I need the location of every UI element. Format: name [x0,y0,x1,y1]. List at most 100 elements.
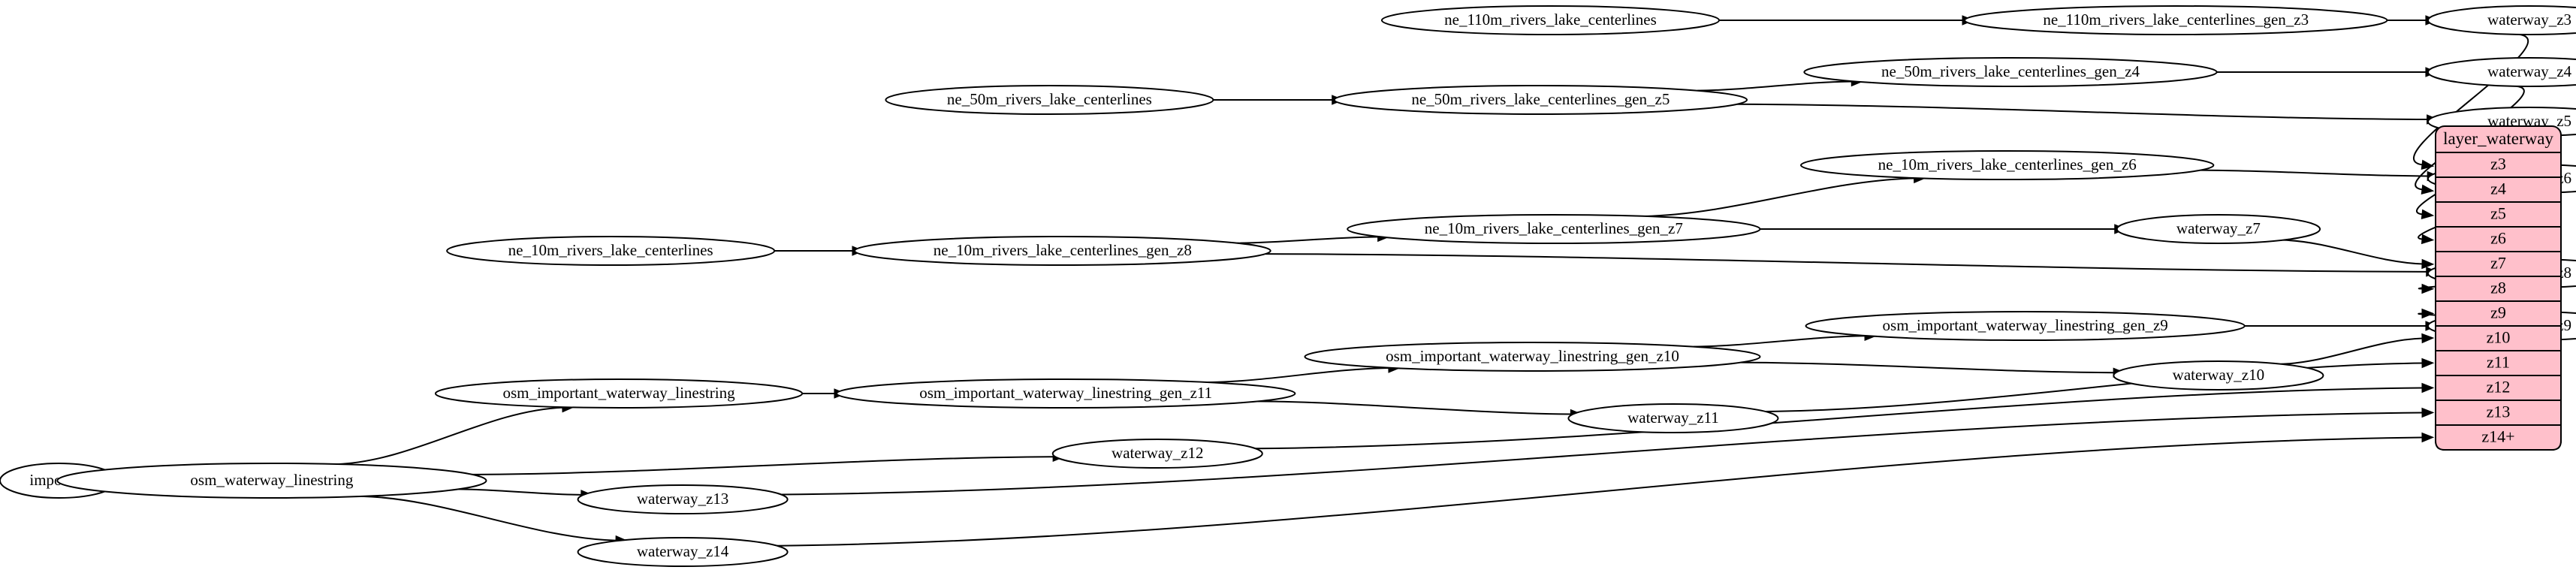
node-shape[interactable] [1964,5,2388,35]
node-waterway_z11[interactable]: waterway_z11 [1567,403,1779,433]
edge-osm_waterway_linestring-to-osm_important_waterway_linestring [337,406,563,466]
edge-arrowhead [2421,407,2435,418]
layer-table-row-label: z6 [2490,229,2506,248]
layer-table-row-label: z14+ [2481,427,2514,446]
layer-table-row-label: z8 [2490,279,2506,297]
node-shape[interactable] [885,85,1214,115]
edge-arrowhead [2421,258,2435,270]
layer-table-row-z14+[interactable] [2435,424,2562,451]
edge-arrowhead [2421,308,2435,319]
edge-osm_waterway_linestring-to-waterway_z12 [472,456,1054,475]
node-shape[interactable] [56,463,487,499]
node-osm_important_waterway_linestring[interactable]: osm_important_waterway_linestring [434,378,804,409]
node-shape[interactable] [1347,214,1761,244]
edge-arrowhead [2421,333,2435,344]
edge-waterway_z14-to-layer_waterway-z14+ [777,436,2424,547]
node-waterway_z3[interactable]: waterway_z3 [2427,5,2576,35]
node-shape[interactable] [1380,5,1720,35]
node-ne_10m_rivers_lake_centerlines_gen_z8[interactable]: ne_10m_rivers_lake_centerlines_gen_z8 [853,236,1271,266]
node-shape[interactable] [1051,439,1263,469]
layer-waterway-table: layer_waterway z3 z4 z5 z6 z7 z8 z9 z10 z11 z12 z13… [2435,125,2562,451]
node-ne_110m_rivers_lake_centerlines_gen_z3[interactable]: ne_110m_rivers_lake_centerlines_gen_z3 [1964,5,2388,35]
node-shape[interactable] [1567,403,1779,433]
node-ne_50m_rivers_lake_centerlines[interactable]: ne_50m_rivers_lake_centerlines [885,85,1214,115]
layer-table-row-label: z7 [2490,254,2506,273]
layer-table-row-z4[interactable] [2435,176,2562,203]
edge-osm_important_waterway_linestring_gen_z11-to-waterway_z11 [1257,400,1572,415]
layer-table-row-label: z10 [2487,328,2511,347]
edge-arrowhead [2421,283,2435,294]
node-waterway_z13[interactable]: waterway_z13 [577,484,789,514]
node-ne_10m_rivers_lake_centerlines[interactable]: ne_10m_rivers_lake_centerlines [446,236,776,266]
edge-osm_important_waterway_linestring_gen_z10-to-osm_important_waterway_linestring_gen_z9 [1694,335,1866,348]
node-osm_important_waterway_linestring_gen_z9[interactable]: osm_important_waterway_linestring_gen_z9 [1805,311,2246,341]
edge-ne_10m_rivers_lake_centerlines_gen_z7-to-ne_10m_rivers_lake_centerlines_gen_z6 [1644,177,1915,217]
node-waterway_z12[interactable]: waterway_z12 [1051,439,1263,469]
edge-arrowhead [2421,209,2435,220]
edge-arrowhead [2421,432,2435,443]
node-ne_50m_rivers_lake_centerlines_gen_z5[interactable]: ne_50m_rivers_lake_centerlines_gen_z5 [1333,85,1748,115]
node-shape[interactable] [2113,360,2324,391]
edge-osm_waterway_linestring-to-waterway_z14 [362,495,617,541]
edge-waterway_z11-to-layer_waterway-z11 [1765,362,2424,412]
layer-table-row-z13[interactable] [2435,400,2562,426]
node-shape[interactable] [853,236,1271,266]
node-osm_important_waterway_linestring_gen_z10[interactable]: osm_important_waterway_linestring_gen_z1… [1304,342,1761,372]
node-shape[interactable] [1803,57,2218,87]
node-shape[interactable] [446,236,776,266]
layer-table-row-label: z5 [2490,204,2506,223]
edge-waterway_z3-to-layer_waterway-z3 [2413,33,2529,166]
edge-arrowhead [2421,382,2435,394]
node-shape[interactable] [2427,5,2576,35]
node-osm_important_waterway_linestring_gen_z11[interactable]: osm_important_waterway_linestring_gen_z1… [835,378,1296,409]
node-shape[interactable] [1805,311,2246,341]
edges-layer [55,15,2529,547]
edge-arrowhead [2421,234,2435,245]
layer-table-row-z10[interactable] [2435,325,2562,351]
layer-table-row-label: z12 [2487,378,2511,397]
node-shape[interactable] [434,378,804,409]
edge-arrowhead [2421,184,2435,195]
node-shape[interactable] [835,378,1296,409]
node-waterway_z14[interactable]: waterway_z14 [577,537,789,567]
node-waterway_z4[interactable]: waterway_z4 [2427,57,2576,87]
node-ne_110m_rivers_lake_centerlines[interactable]: ne_110m_rivers_lake_centerlines [1380,5,1720,35]
node-shape[interactable] [1800,150,2215,180]
nodes-layer: imposm3osm_waterway_linestringosm_import… [0,5,2576,567]
edge-ne_10m_rivers_lake_centerlines_gen_z8-to-ne_10m_rivers_lake_centerlines_gen_z7 [1237,236,1379,244]
edge-waterway_z10-to-layer_waterway-z10 [2281,337,2424,365]
layer-table-row-z8[interactable] [2435,276,2562,302]
edge-waterway_z12-to-layer_waterway-z12 [1255,387,2424,450]
node-shape[interactable] [577,537,789,567]
node-ne_10m_rivers_lake_centerlines_gen_z7[interactable]: ne_10m_rivers_lake_centerlines_gen_z7 [1347,214,1761,244]
layer-table-title: layer_waterway [2443,129,2553,148]
edge-arrowhead [2421,357,2435,369]
edge-ne_10m_rivers_lake_centerlines_gen_z8-to-waterway_z8 [1265,253,2427,273]
node-waterway_z10[interactable]: waterway_z10 [2113,360,2324,391]
node-shape[interactable] [1333,85,1748,115]
layer-table-row-z7[interactable] [2435,251,2562,277]
layer-table-row-label: z4 [2490,179,2506,198]
edge-osm_important_waterway_linestring_gen_z11-to-osm_important_waterway_linestring_gen_z10 [1208,367,1389,384]
node-shape[interactable] [2427,57,2576,87]
node-shape[interactable] [577,484,789,514]
layer-table-row-label: z13 [2487,403,2511,421]
layer-table-row-z11[interactable] [2435,350,2562,376]
node-shape[interactable] [1304,342,1761,372]
layer-table-row-label: z3 [2490,155,2506,173]
edge-waterway_z7-to-layer_waterway-z7 [2282,239,2424,265]
edge-osm_important_waterway_linestring_gen_z10-to-waterway_z10 [1741,361,2115,374]
node-osm_waterway_linestring[interactable]: osm_waterway_linestring [56,463,487,499]
edge-ne_50m_rivers_lake_centerlines_gen_z5-to-ne_50m_rivers_lake_centerlines_gen_z4 [1697,80,1853,92]
layer-table-row-label: z9 [2490,303,2506,322]
edge-osm_waterway_linestring-to-waterway_z13 [458,488,582,496]
node-ne_50m_rivers_lake_centerlines_gen_z4[interactable]: ne_50m_rivers_lake_centerlines_gen_z4 [1803,57,2218,87]
layer-table-row-label: z11 [2487,353,2510,372]
node-ne_10m_rivers_lake_centerlines_gen_z6[interactable]: ne_10m_rivers_lake_centerlines_gen_z6 [1800,150,2215,180]
edge-ne_10m_rivers_lake_centerlines_gen_z6-to-waterway_z6 [2200,169,2429,177]
edge-ne_50m_rivers_lake_centerlines_gen_z5-to-waterway_z5 [1737,103,2428,121]
node-shape[interactable] [2116,214,2321,244]
node-waterway_z7[interactable]: waterway_z7 [2116,214,2321,244]
